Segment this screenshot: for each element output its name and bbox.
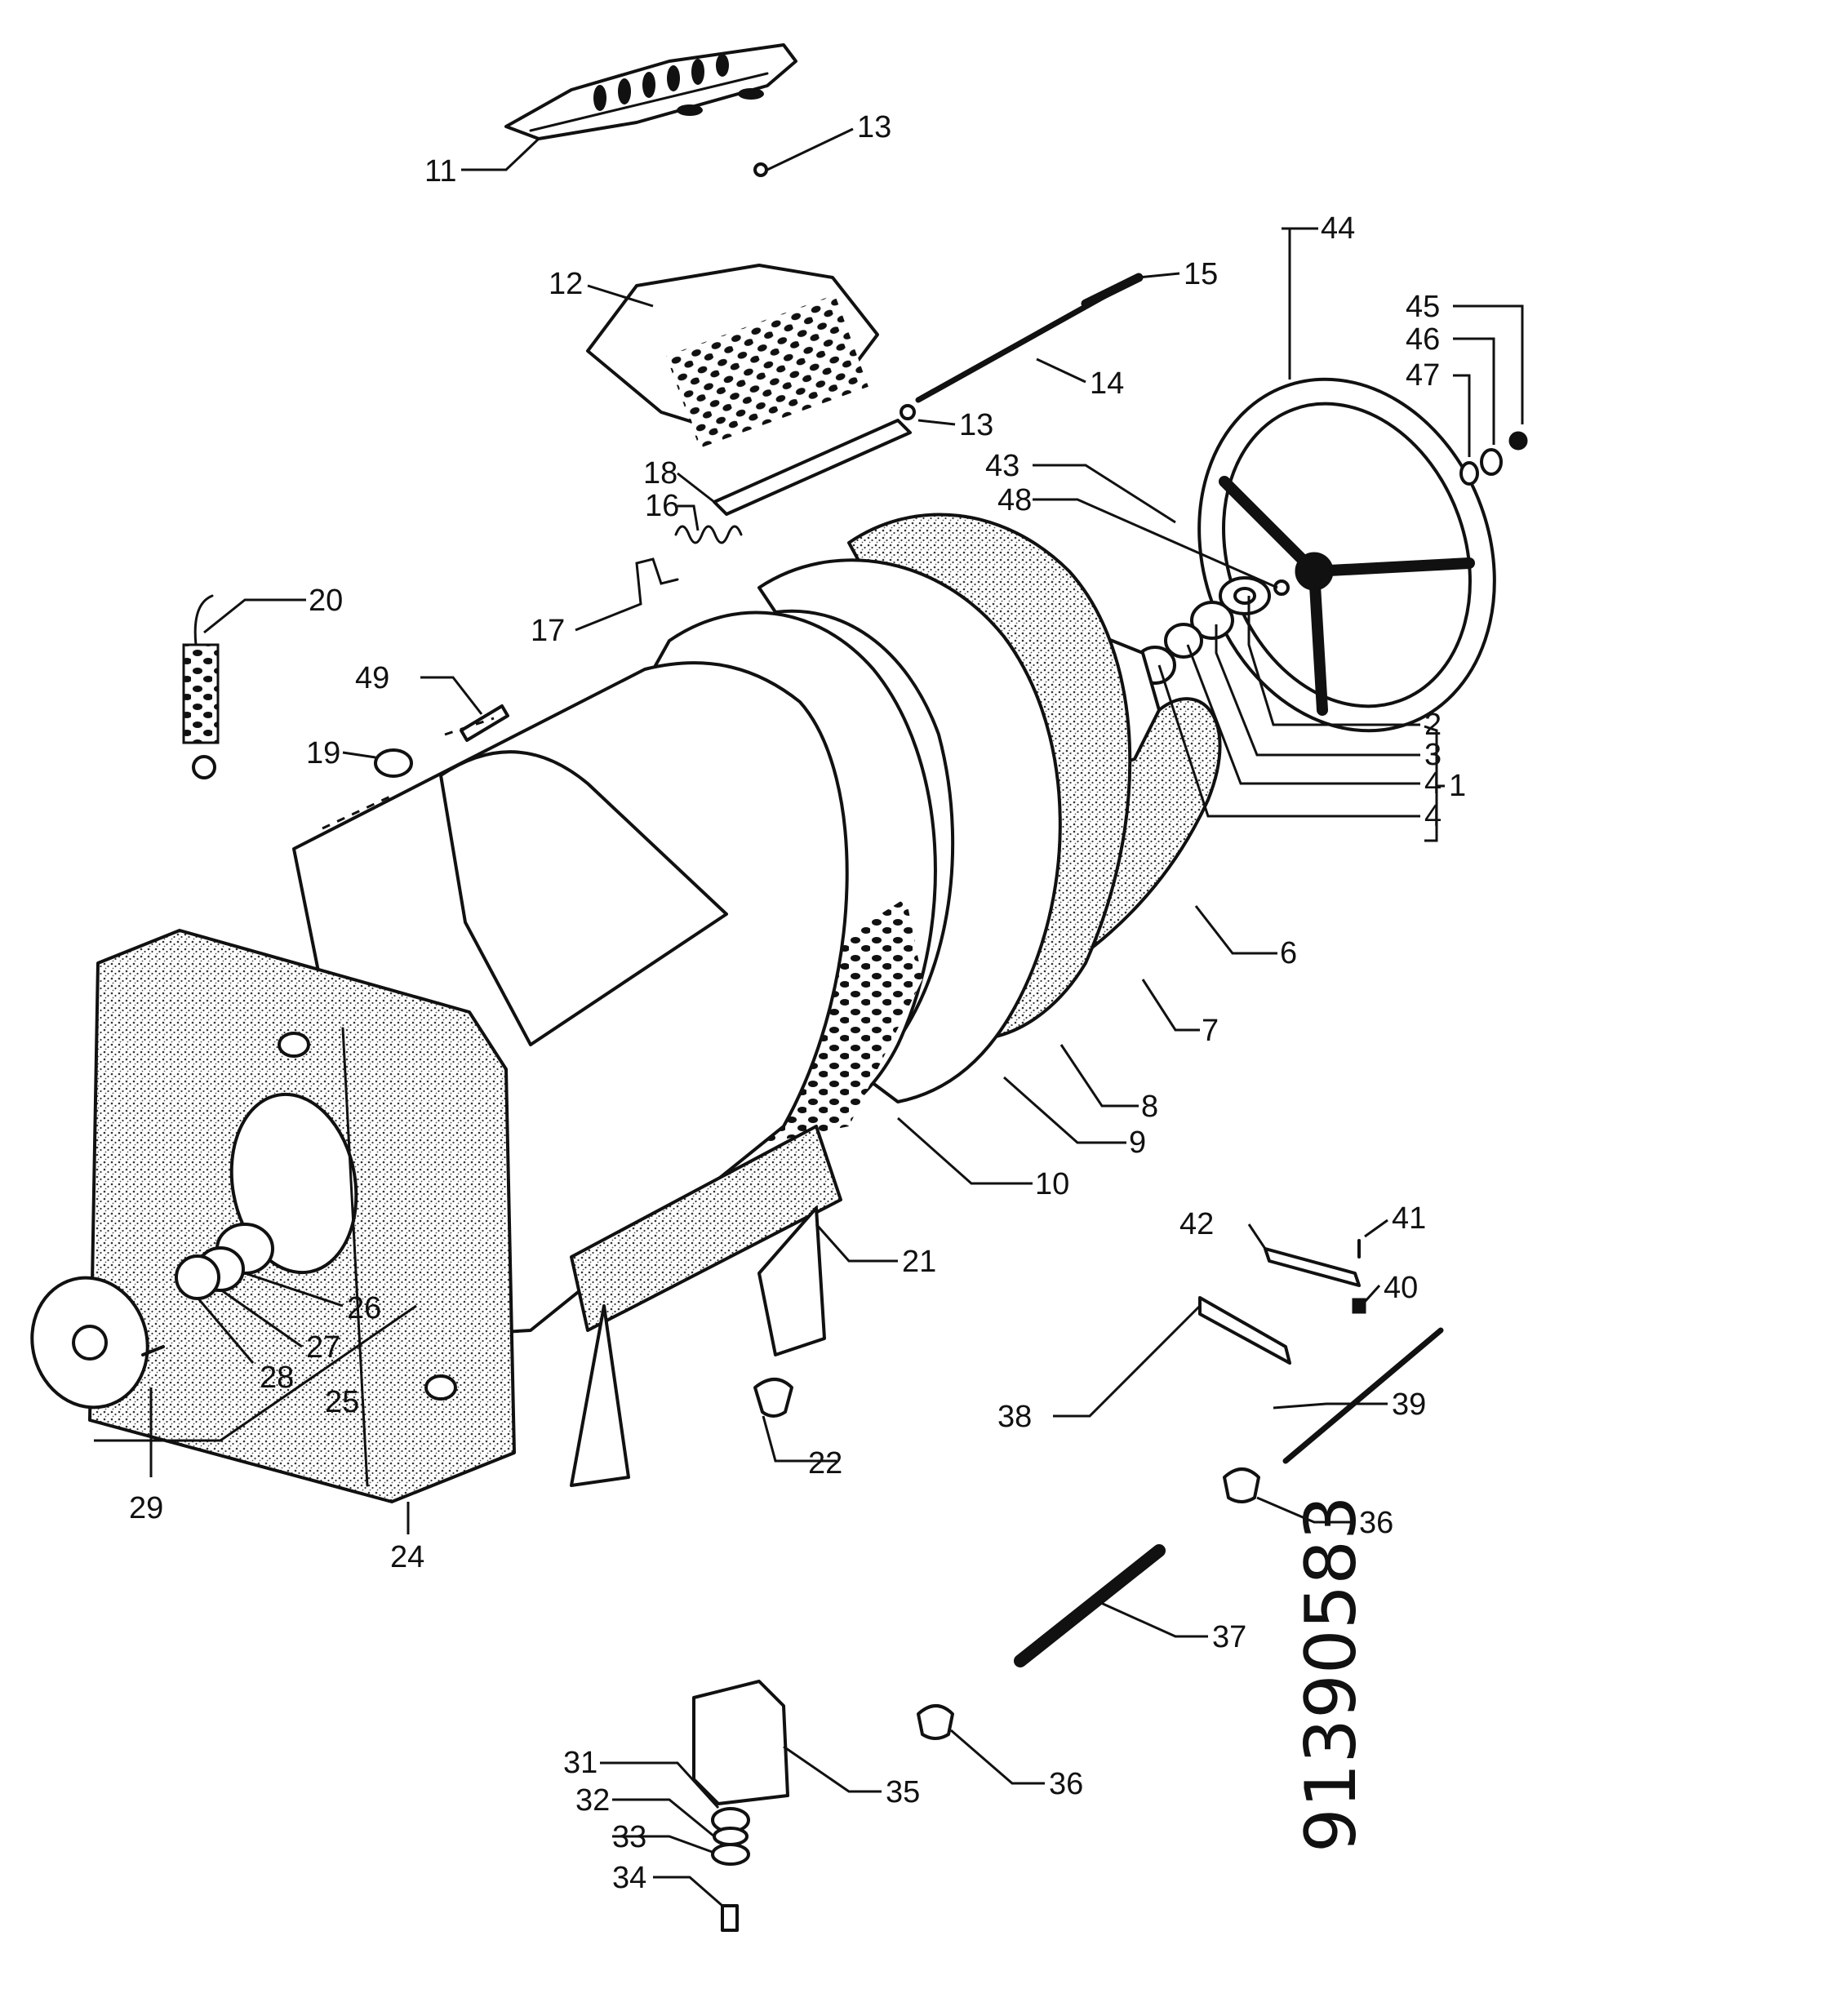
- callout-3: 3: [1424, 738, 1442, 772]
- part-19-bushing: [374, 748, 413, 778]
- callout-27: 27: [306, 1330, 340, 1365]
- callout-35: 35: [886, 1775, 920, 1809]
- callout-21: 21: [902, 1245, 936, 1279]
- callout-4: 4: [1424, 766, 1442, 801]
- callout-41: 41: [1392, 1201, 1426, 1236]
- callout-12: 12: [549, 267, 583, 301]
- part-20-spring: [182, 594, 220, 779]
- callout-33: 33: [612, 1820, 646, 1854]
- part-37-tube: [1014, 1544, 1166, 1667]
- part-13-screw-top: [753, 162, 768, 177]
- part-44-rear-support: [1197, 377, 1496, 733]
- callout-25: 25: [325, 1385, 359, 1419]
- part-35-housing: [692, 1680, 789, 1805]
- callout-22: 22: [808, 1446, 842, 1481]
- part-29-pulley: [30, 1276, 165, 1410]
- callout-13: 13: [959, 408, 993, 442]
- callout-31: 31: [563, 1746, 597, 1780]
- callout-16: 16: [645, 489, 679, 523]
- part-45-bolt: [1508, 431, 1528, 451]
- callout-37: 37: [1212, 1620, 1246, 1654]
- callout-29: 29: [129, 1491, 163, 1525]
- callout-2: 2: [1424, 708, 1442, 742]
- part-28-bearing: [175, 1254, 220, 1300]
- part-14-rod: [915, 273, 1144, 403]
- callout-45: 45: [1406, 290, 1440, 324]
- callout-4: 4: [1424, 799, 1442, 833]
- callout-40: 40: [1384, 1271, 1418, 1305]
- callout-15: 15: [1184, 257, 1218, 291]
- drawing-code: 91390583: [1290, 1495, 1372, 1853]
- part-42-bracket: [1264, 1247, 1361, 1287]
- part-16-spring: [674, 525, 743, 544]
- callout-48: 48: [997, 483, 1032, 517]
- part-11-top-cover: [504, 43, 797, 140]
- part-22-fitting: [753, 1378, 793, 1418]
- part-39-long-bolt: [1282, 1327, 1444, 1464]
- callout-14: 14: [1090, 366, 1124, 401]
- part-17-clip: [619, 557, 679, 614]
- callout-9: 9: [1129, 1125, 1146, 1160]
- callout-labels: 11 13 12 15 14 13 44 45 46 47 43 48 18 1…: [129, 110, 1466, 1895]
- callout-1: 1: [1449, 769, 1466, 803]
- callout-28: 28: [260, 1361, 294, 1395]
- callout-18: 18: [643, 456, 677, 491]
- callout-6: 6: [1280, 936, 1297, 970]
- part-47-ring: [1459, 461, 1479, 486]
- callout-24: 24: [390, 1540, 424, 1574]
- part-40-nut: [1352, 1298, 1366, 1314]
- callout-42: 42: [1179, 1207, 1214, 1241]
- callout-34: 34: [612, 1861, 646, 1895]
- leader-lines: [94, 127, 1524, 1907]
- part-36-foot-upper: [1223, 1467, 1260, 1503]
- part-46-washer: [1480, 448, 1503, 476]
- callout-7: 7: [1202, 1014, 1219, 1048]
- callout-13: 13: [857, 110, 891, 144]
- callout-19: 19: [306, 736, 340, 770]
- callout-32: 32: [575, 1783, 610, 1818]
- callout-11: 11: [424, 154, 456, 189]
- callout-49: 49: [355, 661, 389, 695]
- callout-39: 39: [1392, 1387, 1426, 1422]
- callout-44: 44: [1321, 211, 1355, 246]
- callout-46: 46: [1406, 322, 1440, 357]
- part-valve-stack: [711, 1807, 750, 1932]
- callout-26: 26: [347, 1291, 381, 1325]
- part-49-bolt: [460, 704, 509, 742]
- callout-10: 10: [1035, 1167, 1069, 1201]
- callout-17: 17: [531, 614, 565, 648]
- part-13-washer: [900, 404, 916, 420]
- part-38-strip: [1198, 1296, 1291, 1365]
- part-36-foot-lower: [917, 1704, 954, 1740]
- callout-8: 8: [1141, 1090, 1158, 1124]
- callout-20: 20: [309, 584, 343, 618]
- part-24-front-tub: [88, 929, 516, 1503]
- callout-43: 43: [985, 449, 1020, 483]
- callout-38: 38: [997, 1400, 1032, 1434]
- callout-36: 36: [1359, 1506, 1393, 1540]
- part-12-perforated-cover: [586, 264, 879, 449]
- part-18-bracket: [713, 419, 912, 516]
- drum-rear-rings: [757, 513, 1132, 1103]
- callout-47: 47: [1406, 358, 1440, 393]
- callout-36: 36: [1049, 1767, 1083, 1801]
